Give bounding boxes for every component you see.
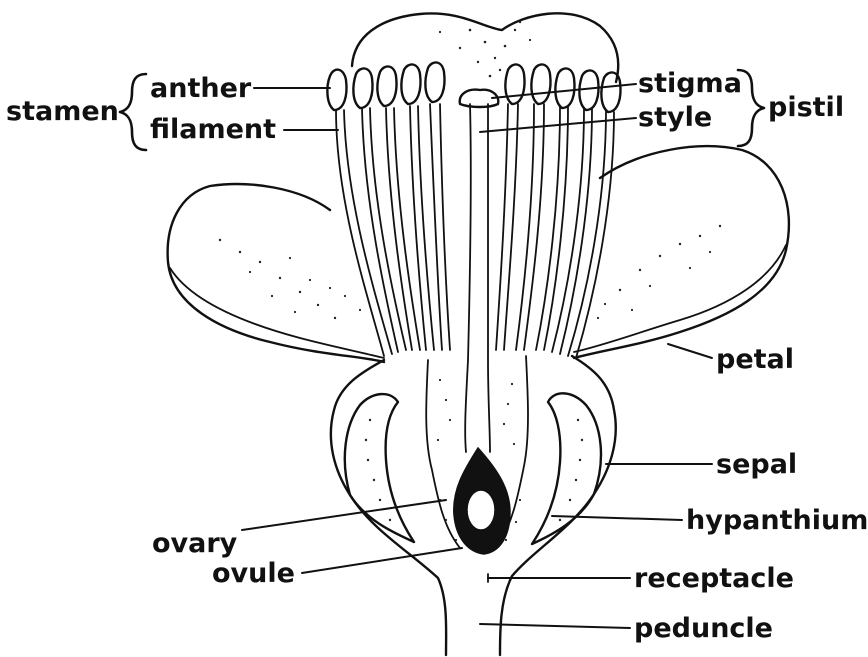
label-peduncle: peduncle xyxy=(634,613,773,644)
outer-cup-right xyxy=(500,356,616,655)
label-sepal: sepal xyxy=(716,449,797,480)
label-hypanthium: hypanthium xyxy=(686,505,868,536)
label-stigma: stigma xyxy=(638,68,742,99)
label-ovule: ovule xyxy=(212,558,295,589)
peduncle-leader xyxy=(480,624,630,628)
ovule-cavity xyxy=(467,490,495,530)
stamens-right xyxy=(496,64,621,358)
ovule-leader xyxy=(302,548,462,573)
style-right-edge xyxy=(488,104,490,452)
label-stamen: stamen xyxy=(6,96,119,127)
right-petal-outline xyxy=(574,146,789,358)
ovary-leader xyxy=(242,500,446,530)
label-filament: filament xyxy=(150,114,276,145)
left-sepal xyxy=(345,394,414,542)
style-left-edge xyxy=(465,104,471,452)
label-receptacle: receptacle xyxy=(634,563,794,594)
stamen-brace xyxy=(120,74,146,150)
stamens-left xyxy=(327,62,450,356)
petal-leader xyxy=(668,344,712,358)
left-petal-outline xyxy=(168,184,384,362)
right-sepal xyxy=(532,393,601,544)
label-anther: anther xyxy=(150,73,252,104)
label-style: style xyxy=(638,102,712,133)
stigma-leader xyxy=(492,84,636,98)
label-pistil: pistil xyxy=(768,92,844,123)
label-ovary: ovary xyxy=(152,528,238,559)
right-petal-inner-edge xyxy=(574,245,786,352)
label-petal: petal xyxy=(716,344,794,375)
style-leader xyxy=(480,118,636,132)
top-hood-outline xyxy=(352,13,618,82)
